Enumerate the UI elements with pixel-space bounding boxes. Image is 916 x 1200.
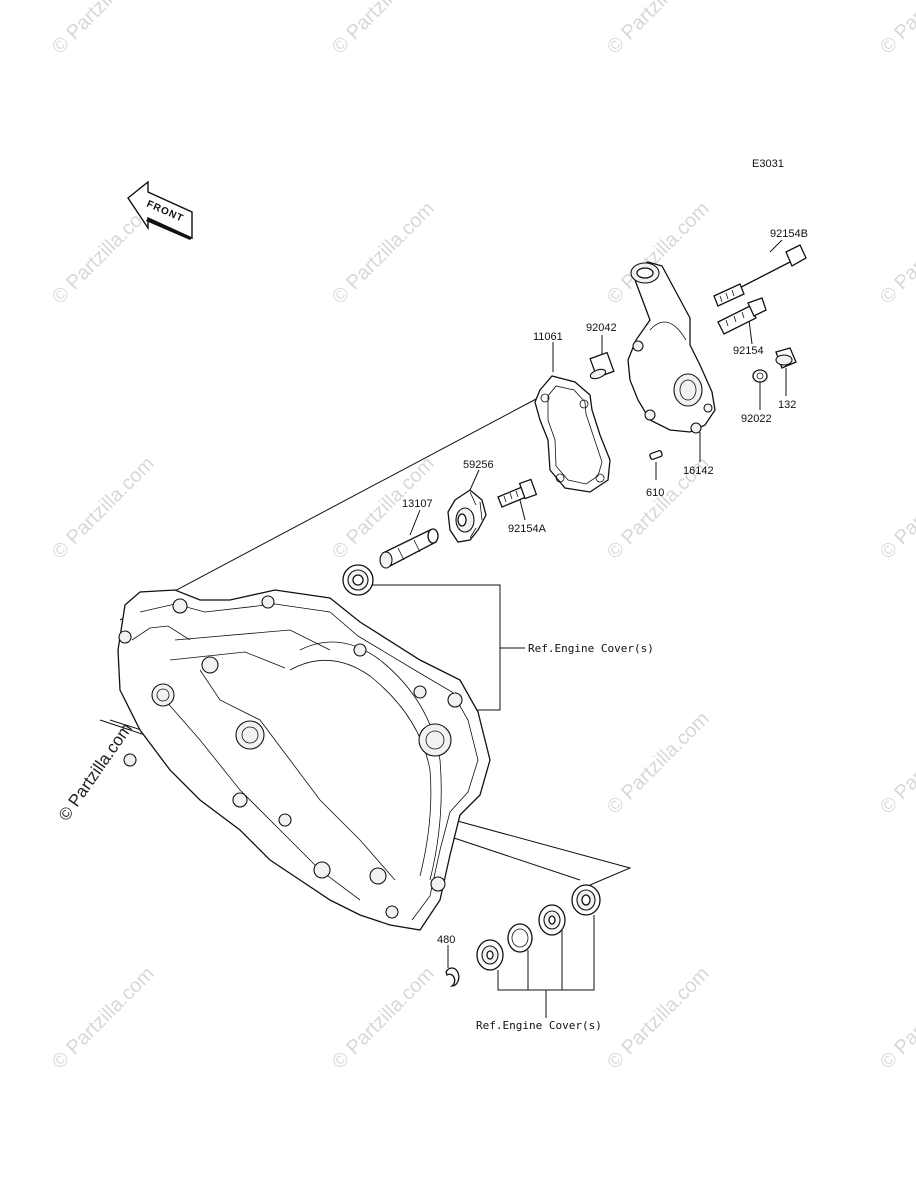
watermark: © Partzilla.com bbox=[876, 0, 916, 59]
impeller bbox=[447, 489, 487, 543]
impeller-shaft bbox=[379, 528, 439, 569]
watermark: © Partzilla.com bbox=[603, 963, 714, 1074]
lower-bearings bbox=[476, 884, 601, 971]
ref-engine-cover-upper: Ref.Engine Cover(s) bbox=[528, 642, 654, 655]
part-label-92042: 92042 bbox=[586, 322, 617, 334]
watermark: © Partzilla.com bbox=[48, 453, 159, 564]
watermark: © Partzilla.com bbox=[328, 198, 439, 309]
watermark: © Partzilla.com bbox=[603, 708, 714, 819]
watermark: © Partzilla.com bbox=[328, 0, 439, 59]
watermark: © Partzilla.com bbox=[876, 453, 916, 564]
part-label-59256: 59256 bbox=[463, 459, 494, 471]
bolt-92154 bbox=[717, 297, 767, 335]
part-label-92154b: 92154B bbox=[770, 228, 808, 240]
water-pump-cover bbox=[627, 261, 716, 434]
dowel-pin bbox=[589, 351, 615, 380]
ref-engine-cover-lower: Ref.Engine Cover(s) bbox=[476, 1019, 602, 1032]
watermark: © Partzilla.com bbox=[48, 0, 159, 59]
part-label-16142: 16142 bbox=[683, 465, 714, 477]
watermark: © Partzilla.com bbox=[876, 198, 916, 309]
bolt-92154a bbox=[497, 478, 538, 508]
gasket bbox=[534, 375, 611, 493]
oil-seal-upper bbox=[342, 564, 374, 596]
engine-cover-housing bbox=[117, 589, 491, 931]
part-label-132: 132 bbox=[778, 399, 796, 411]
diagram-code: E3031 bbox=[752, 158, 784, 170]
pin-610 bbox=[649, 450, 663, 460]
watermark: © Partzilla.com bbox=[328, 963, 439, 1074]
part-labels: 92154B 92154 132 92022 92042 11061 16142… bbox=[402, 228, 808, 1032]
part-label-92022: 92022 bbox=[741, 413, 772, 425]
watermark-layer: © Partzilla.com © Partzilla.com © Partzi… bbox=[48, 0, 916, 1074]
part-label-92154: 92154 bbox=[733, 345, 764, 357]
part-label-480: 480 bbox=[437, 934, 455, 946]
watermark: © Partzilla.com bbox=[48, 963, 159, 1074]
watermark: © Partzilla.com bbox=[603, 0, 714, 59]
watermark: © Partzilla.com bbox=[876, 963, 916, 1074]
part-label-610: 610 bbox=[646, 487, 664, 499]
watermark: © Partzilla.com bbox=[876, 708, 916, 819]
washer bbox=[752, 369, 768, 383]
part-label-13107: 13107 bbox=[402, 498, 433, 510]
drain-bolt bbox=[775, 347, 797, 369]
part-label-92154a: 92154A bbox=[508, 523, 547, 535]
part-label-11061: 11061 bbox=[533, 331, 563, 343]
side-watermark: © Partzilla.com bbox=[55, 720, 136, 825]
circlip bbox=[445, 967, 460, 987]
bolt-92154b bbox=[713, 244, 807, 307]
